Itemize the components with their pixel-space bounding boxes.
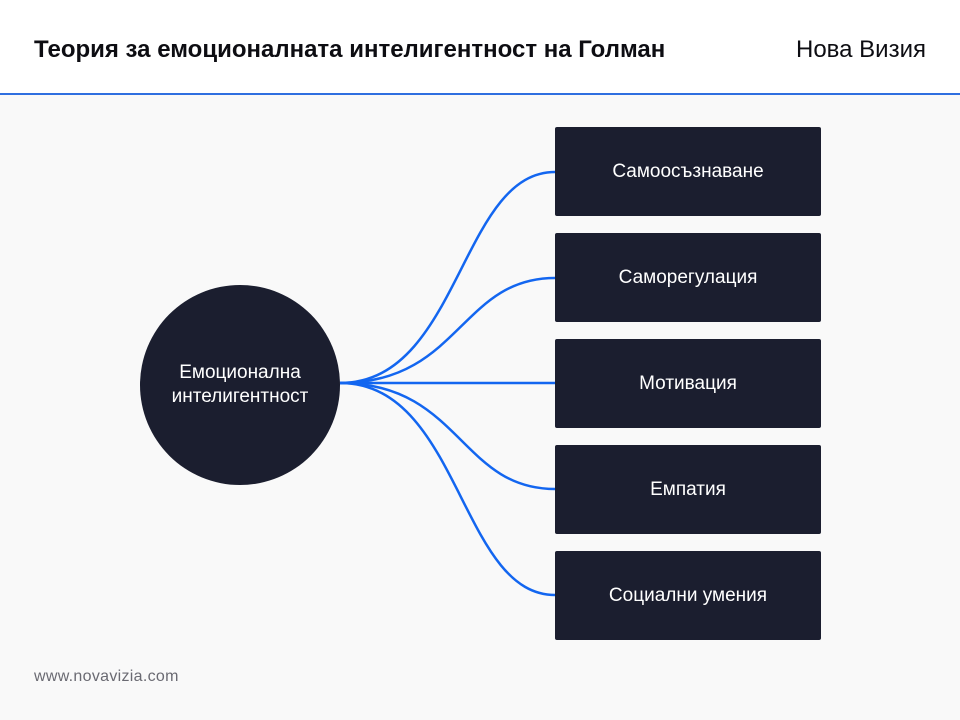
branch-node-self-awareness: Самоосъзнаване <box>555 127 821 216</box>
branch-label: Мотивация <box>639 372 737 394</box>
connector-4 <box>339 381 556 491</box>
page-title: Теория за емоционалната интелигентност н… <box>34 36 666 63</box>
branch-node-motivation: Мотивация <box>555 339 821 428</box>
connector-2 <box>339 276 556 385</box>
center-node: Емоционална интелигентност <box>140 285 340 485</box>
brand-name: Нова Визия <box>796 36 926 63</box>
branch-label: Саморегулация <box>618 266 758 288</box>
branch-node-empathy: Емпатия <box>555 445 821 534</box>
header: Теория за емоционалната интелигентност н… <box>0 0 960 95</box>
branch-node-social-skills: Социални умения <box>555 551 821 640</box>
center-node-label: Емоционална интелигентност <box>171 362 309 407</box>
footer-url: www.novavizia.com <box>34 668 179 685</box>
connector-1 <box>339 170 556 385</box>
branch-node-self-regulation: Саморегулация <box>555 233 821 322</box>
connector-5 <box>339 381 556 597</box>
branch-label: Самоосъзнаване <box>612 160 764 182</box>
branch-label: Социални умения <box>608 584 768 606</box>
branch-label: Емпатия <box>650 478 726 500</box>
